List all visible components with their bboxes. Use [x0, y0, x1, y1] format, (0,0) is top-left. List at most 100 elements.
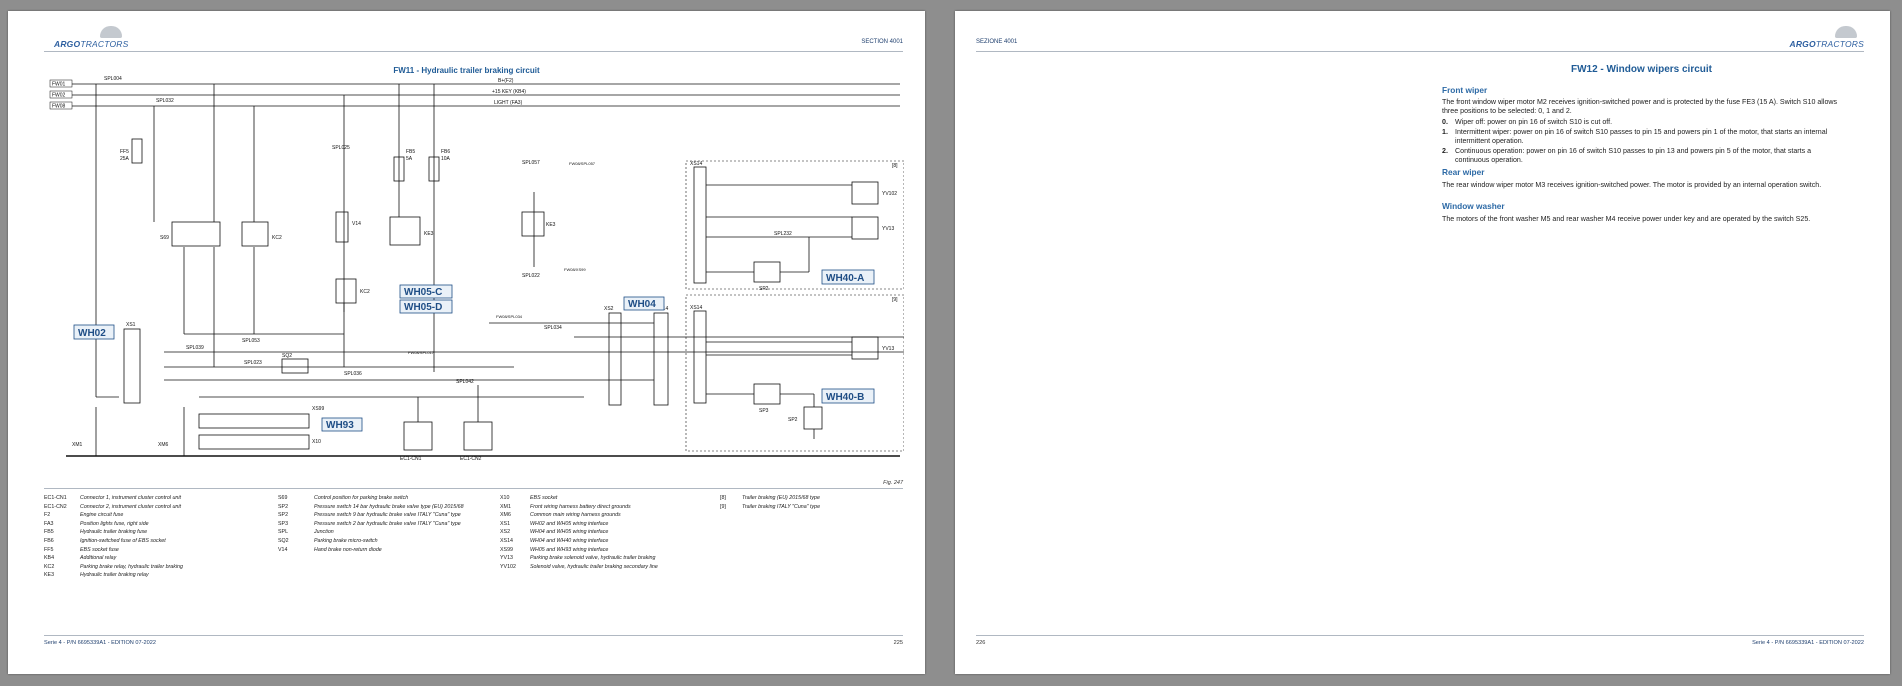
kc2-coil-label: KC2: [360, 289, 370, 295]
spl022: SPL022: [522, 273, 540, 279]
v14-label: V14: [352, 221, 361, 227]
spl042: SPL042: [456, 379, 474, 385]
legend-description: Parking brake relay, hydraulic trailer b…: [80, 563, 183, 570]
sp3-label: SP3: [759, 408, 769, 414]
legend-row: [8]Trailer braking (EU) 2015/68 type: [720, 494, 900, 503]
legend-code: EC1-CN1: [44, 495, 67, 501]
item-0-text: Wiper off: power on pin 16 of switch S10…: [1455, 118, 1613, 126]
spl004: SPL004: [104, 76, 122, 82]
legend-code: KC2: [44, 563, 55, 570]
yv13-label-a: YV13: [882, 226, 894, 232]
legend-code: FB6: [44, 537, 54, 544]
legend-code: XS14: [500, 537, 513, 544]
window-washer-text: The motors of the front washer M5 and re…: [1442, 215, 1811, 223]
harness-wh02: WH02: [78, 328, 106, 339]
harness-wh05-c: WH05-C: [404, 287, 442, 298]
xm6-label: XM6: [158, 442, 169, 448]
ec1-cn1-label: EC1-CN1: [400, 456, 422, 462]
legend-description: Hand brake non-return diode: [314, 546, 382, 553]
yv102-label: YV102: [882, 191, 897, 197]
logo-leaf-icon: [100, 26, 122, 38]
legend-description: Trailer braking ITALY "Cuna" type: [742, 503, 821, 510]
legend-description: Position lights fuse, right side: [80, 520, 149, 527]
harness-wh93: WH93: [326, 420, 354, 431]
legend-code: XS99: [500, 546, 513, 553]
legend-row: YV13 Parking brake solenoid valve, hydrau…: [500, 554, 720, 563]
legend-description: Front wiring harness battery direct grou…: [530, 503, 631, 510]
spl032: SPL032: [156, 98, 174, 104]
bus-label-15-key: +15 KEY (KB4): [492, 89, 526, 95]
spl232: SPL232: [774, 231, 792, 237]
footer-text: Serie 4 - P/N 6695339A1 - EDITION 07-202…: [44, 640, 156, 646]
spl057: SPL057: [522, 160, 540, 166]
legend-row: XS14 WH04 and WH40 wiring interface: [500, 537, 720, 546]
legend-code: [9]: [720, 503, 726, 510]
harness-wh40-a: WH40-A: [826, 273, 864, 284]
logo-bold: ARGO: [54, 39, 81, 49]
harness-wh40-b: WH40-B: [826, 392, 864, 403]
xs14-label-c: XS14: [690, 305, 702, 311]
legend-code: XS1: [500, 520, 511, 527]
bus-label-light: LIGHT (FA3): [494, 100, 523, 106]
page-title: FW12 - Window wipers circuit: [1570, 64, 1713, 75]
item-2-number: 2.: [1442, 147, 1448, 155]
legend-description: EBS socket: [530, 495, 558, 501]
kc2-label: KC2: [272, 235, 282, 241]
item-1-text: Intermittent wiper: power on pin 16 of s…: [1455, 128, 1828, 145]
fb6-label: FB6: [441, 149, 450, 155]
legend-description: Engine circuit fuse: [80, 512, 124, 519]
ec1-cn2-label: EC1-CN2: [460, 456, 482, 462]
footer-text: Serie 4 - P/N 6695339A1 - EDITION 07-202…: [1752, 640, 1864, 646]
legend-description: Ignition-switched fuse of EBS socket: [80, 537, 166, 544]
spl053: SPL053: [242, 338, 260, 344]
page-number: 225: [893, 640, 903, 646]
legend-code: FF5: [44, 546, 54, 553]
legend-code: S69: [278, 495, 288, 501]
legend-code: SPL: [278, 529, 289, 536]
legend-description: Connector 2, instrument cluster control …: [80, 503, 181, 510]
section-label: SECTION 4001: [861, 39, 903, 45]
s69-label: S69: [160, 235, 169, 241]
footer-rule: [44, 635, 903, 636]
ke3-label: KE3: [424, 231, 434, 237]
bus-id-fw02: FW02: [52, 93, 66, 99]
legend-description: Parking brake solenoid valve, hydraulic …: [530, 555, 656, 562]
xs14-label-b: XS14: [690, 161, 702, 167]
legend-code: V14: [278, 546, 288, 553]
rear-wiper-text: The rear window wiper motor M3 receives …: [1442, 181, 1822, 189]
legend-description: Pressure switch 9 bar hydraulic brake va…: [314, 512, 461, 519]
legend-code: FB5: [44, 529, 54, 536]
spl036: SPL036: [344, 371, 362, 377]
legend-row: XM1 Front wiring harness battery direct g…: [500, 503, 720, 512]
legend-row: FB6 Ignition-switched fuse of EBS socket: [44, 537, 249, 546]
yv13-label-b: YV13: [882, 346, 894, 352]
legend-code: XM1: [500, 503, 511, 510]
figure-number: Fig. 247: [883, 480, 903, 486]
legend-code: FA3: [44, 520, 54, 527]
logo-leaf-icon: [1835, 26, 1858, 38]
legend-code: YV13: [500, 555, 513, 562]
legend-row: [9] Trailer braking ITALY "Cuna" type: [720, 503, 900, 512]
fb5-label: FB5: [406, 149, 415, 155]
logo-rest: TRACTORS: [1815, 39, 1864, 49]
x10-label: X10: [312, 439, 321, 445]
spl039: SPL039: [186, 345, 204, 351]
legend-description: Junction: [314, 529, 334, 536]
legend-code: KE3: [44, 572, 55, 579]
legend-description: WH04 and WH40 wiring interface: [530, 537, 609, 544]
harness-wh05-d: WH05-D: [404, 302, 442, 313]
fb6-rating: 10A: [441, 156, 451, 162]
front-wiper-intro: The front window wiper motor M2 receives…: [1442, 98, 1838, 115]
spl025: SPL025: [332, 145, 350, 151]
xs99-label: XS99: [312, 406, 324, 412]
